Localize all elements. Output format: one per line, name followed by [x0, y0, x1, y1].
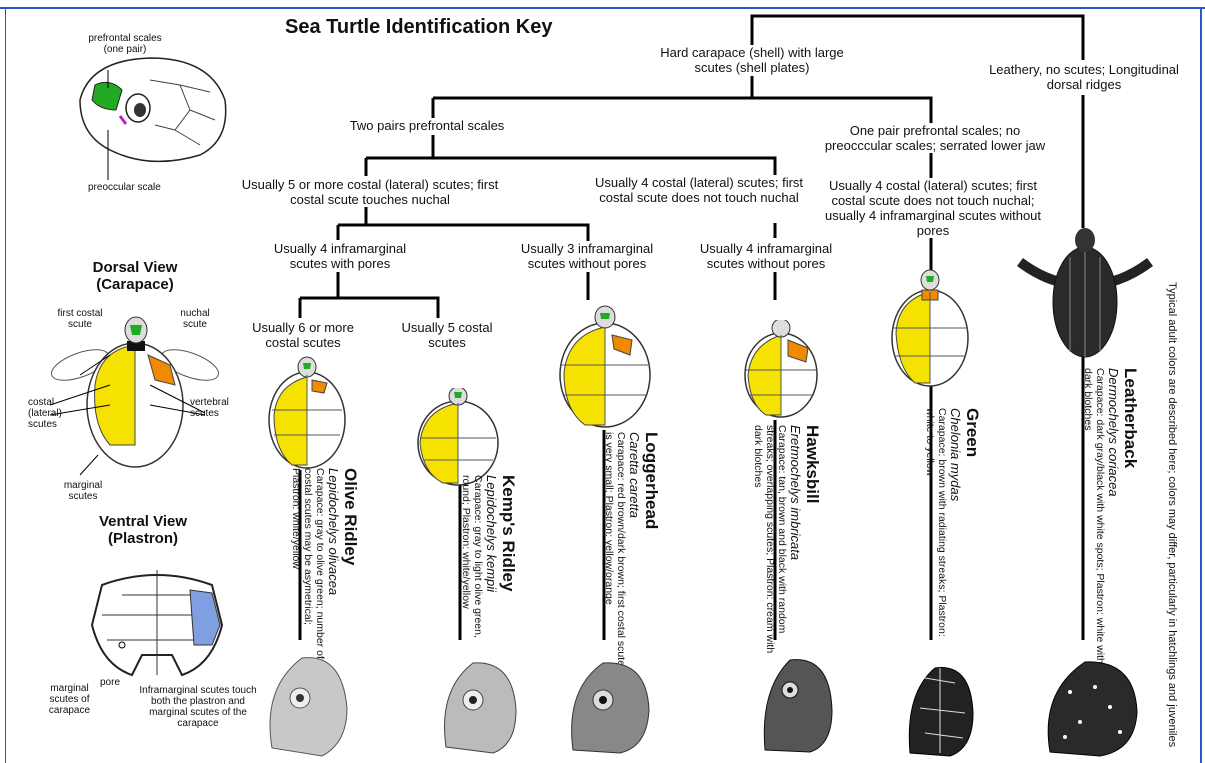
label-preoccular: preoccular scale [88, 182, 161, 193]
species-leatherback: Leatherback Dermochelys coriacea Carapac… [1082, 368, 1140, 668]
page-title: Sea Turtle Identification Key [285, 16, 552, 39]
hawksbill-shell-diagram [726, 320, 836, 425]
species-name: Olive Ridley [341, 468, 360, 668]
label-vertebral: vertebral scutes [190, 397, 235, 419]
species-description: Carapace: gray to olive green; number of… [290, 468, 326, 663]
species-hawksbill: Hawksbill Eretmochelys imbricata Carapac… [752, 425, 822, 655]
species-name: Loggerhead [642, 432, 661, 672]
node-hard-carapace: Hard carapace (shell) with large scutes … [640, 45, 864, 75]
label-costal: costal (lateral) scutes [28, 397, 68, 430]
label-first-costal: first costal scute [50, 308, 110, 330]
node-one-pair: One pair prefrontal scales; no preocccul… [818, 123, 1052, 153]
heading-dorsal-view: Dorsal View (Carapace) [80, 259, 190, 293]
ridley-split [300, 298, 438, 318]
label-marginal-carapace: marginal scutes of carapace [42, 683, 97, 716]
two-pairs-split [366, 158, 775, 175]
species-description: Carapace: brown with radiating streaks; … [924, 408, 948, 648]
loggerhead-shell-diagram [540, 305, 670, 435]
species-scientific-name: Lepidochelys kempii [484, 475, 499, 675]
leatherback-head-image [1040, 652, 1140, 757]
node-three-infra: Usually 3 inframarginal scutes without p… [505, 241, 669, 271]
species-olive-ridley: Olive Ridley Lepidochelys olivacea Carap… [290, 468, 360, 668]
node-five-costal-kemp: Usually 5 costal scutes [395, 320, 499, 350]
node-leathery: Leathery, no scutes; Longitudinal dorsal… [982, 62, 1186, 92]
species-loggerhead: Loggerhead Caretta caretta Carapace: red… [603, 432, 661, 672]
dorsal-diagram [40, 305, 230, 485]
species-scientific-name: Dermochelys coriacea [1106, 368, 1121, 668]
species-kemps-ridley: Kemp's Ridley Lepidochelys kempii Carapa… [460, 475, 518, 675]
species-scientific-name: Eretmochelys imbricata [788, 425, 803, 655]
species-description: Carapace: dark gray/black with white spo… [1082, 368, 1106, 668]
species-scientific-name: Lepidochelys olivacea [326, 468, 341, 668]
side-note: Typical adult colors are described here;… [1166, 282, 1178, 752]
species-description: Carapace: gray to light olive green, rou… [460, 475, 484, 670]
species-scientific-name: Chelonia mydas [948, 408, 963, 648]
hawksbill-head-image [760, 650, 835, 755]
kemps-ridley-head-image [438, 655, 518, 755]
olive-ridley-head-image [262, 648, 352, 758]
node-two-pairs: Two pairs prefrontal scales [325, 118, 529, 133]
loggerhead-head-image [565, 655, 650, 755]
node-four-infra-hawksbill: Usually 4 inframarginal scutes without p… [684, 241, 848, 271]
ventral-diagram [82, 565, 232, 685]
green-head-image [905, 658, 975, 758]
node-four-infra-pores: Usually 4 inframarginal scutes with pore… [260, 241, 420, 271]
species-name: Kemp's Ridley [499, 475, 518, 675]
label-pore: pore [100, 677, 120, 688]
label-marginal: marginal scutes [58, 480, 108, 502]
species-description: Carapace: tan, brown and black with rand… [752, 425, 788, 655]
node-four-costal-loggerhead: Usually 4 costal (lateral) scutes; first… [582, 175, 816, 205]
species-green: Green Chelonia mydas Carapace: brown wit… [924, 408, 982, 648]
species-name: Hawksbill [803, 425, 822, 655]
label-inframarginal-note: Inframarginal scutes touch both the plas… [133, 685, 263, 729]
species-scientific-name: Caretta caretta [627, 432, 642, 672]
species-name: Leatherback [1121, 368, 1140, 668]
green-shell-diagram [860, 268, 1000, 393]
leatherback-shell-diagram [1010, 222, 1160, 362]
heading-ventral-view: Ventral View (Plastron) [88, 513, 198, 547]
node-five-costal: Usually 5 or more costal (lateral) scute… [236, 177, 504, 207]
label-prefrontal: prefrontal scales (one pair) [85, 33, 165, 55]
species-description: Carapace: red brown/dark brown; first co… [603, 432, 627, 672]
label-nuchal: nuchal scute [170, 308, 220, 330]
species-name: Green [963, 408, 982, 648]
node-six-costal: Usually 6 or more costal scutes [233, 320, 373, 350]
five-costal-split [338, 225, 588, 242]
olive-ridley-shell-diagram [252, 355, 362, 475]
